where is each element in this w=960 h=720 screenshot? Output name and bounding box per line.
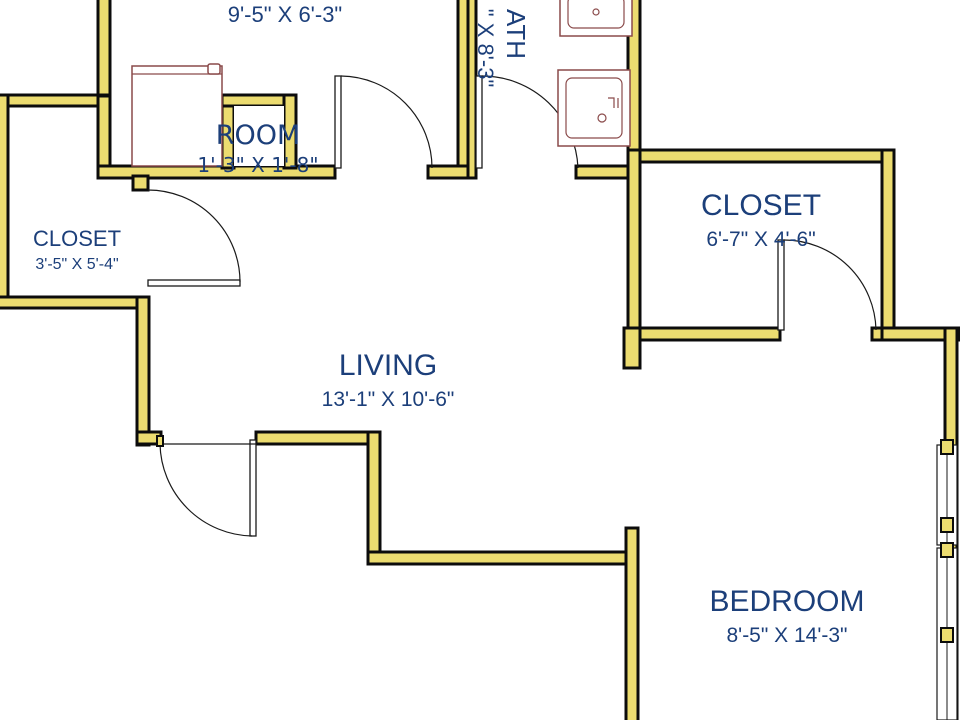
wall-bedroom-left — [624, 526, 640, 720]
laundry-name: ROOM — [216, 120, 301, 151]
wall-upper-left — [96, 0, 112, 105]
door-bath — [475, 75, 579, 169]
wall-closet-left-top — [0, 93, 112, 108]
wall-closet-left-outer — [0, 93, 10, 310]
wall-living-bottom-c — [366, 550, 640, 566]
wall-closet-right-top — [626, 148, 896, 164]
wall-closet-right-right — [880, 148, 896, 342]
wall-closet-right-stub — [622, 326, 642, 370]
wall-living-left — [135, 295, 151, 447]
living-name: LIVING — [339, 349, 437, 382]
wall-closet-jamb-top — [131, 174, 150, 192]
window-icon — [936, 439, 958, 720]
door-entry — [156, 435, 257, 537]
wall-closet-right-bottom — [626, 326, 782, 342]
wall-upper-right-foot — [426, 164, 472, 180]
door-upper-room — [334, 75, 433, 169]
bath-dims: " X 8'-3" — [473, 9, 498, 88]
top-room-dims: 9'-5" X 6'-3" — [228, 2, 343, 27]
door-closet-left — [147, 189, 241, 287]
room-labels: 9'-5" X 6'-3" ROOM 1'-3" X 1'-8" ATH " X… — [33, 2, 865, 647]
bedroom-name: BEDROOM — [709, 585, 864, 618]
wall-living-bottom-a — [254, 430, 382, 446]
laundry-inner — [234, 106, 284, 166]
bath-name: ATH — [501, 9, 531, 59]
toilet-icon — [557, 69, 631, 147]
sink-icon — [559, 0, 633, 37]
closet-right-dims: 6'-7" X 4'-6" — [706, 228, 815, 251]
closet-left-dims: 3'-5" X 5'-4" — [35, 256, 118, 273]
wall-living-bottom-b — [366, 430, 382, 564]
living-dims: 13'-1" X 10'-6" — [322, 388, 455, 411]
door-closet-right — [777, 239, 877, 331]
wall-closet-right-left — [626, 148, 642, 352]
closet-right-name: CLOSET — [701, 189, 821, 222]
washer-icon — [131, 63, 223, 167]
laundry-dims: 1'-3" X 1'-8" — [197, 153, 318, 177]
bedroom-dims: 8'-5" X 14'-3" — [727, 624, 848, 647]
wall-bedroom-upper-right — [880, 326, 960, 342]
closet-left-name: CLOSET — [33, 226, 121, 251]
wall-closet-left-bottom — [0, 295, 150, 310]
